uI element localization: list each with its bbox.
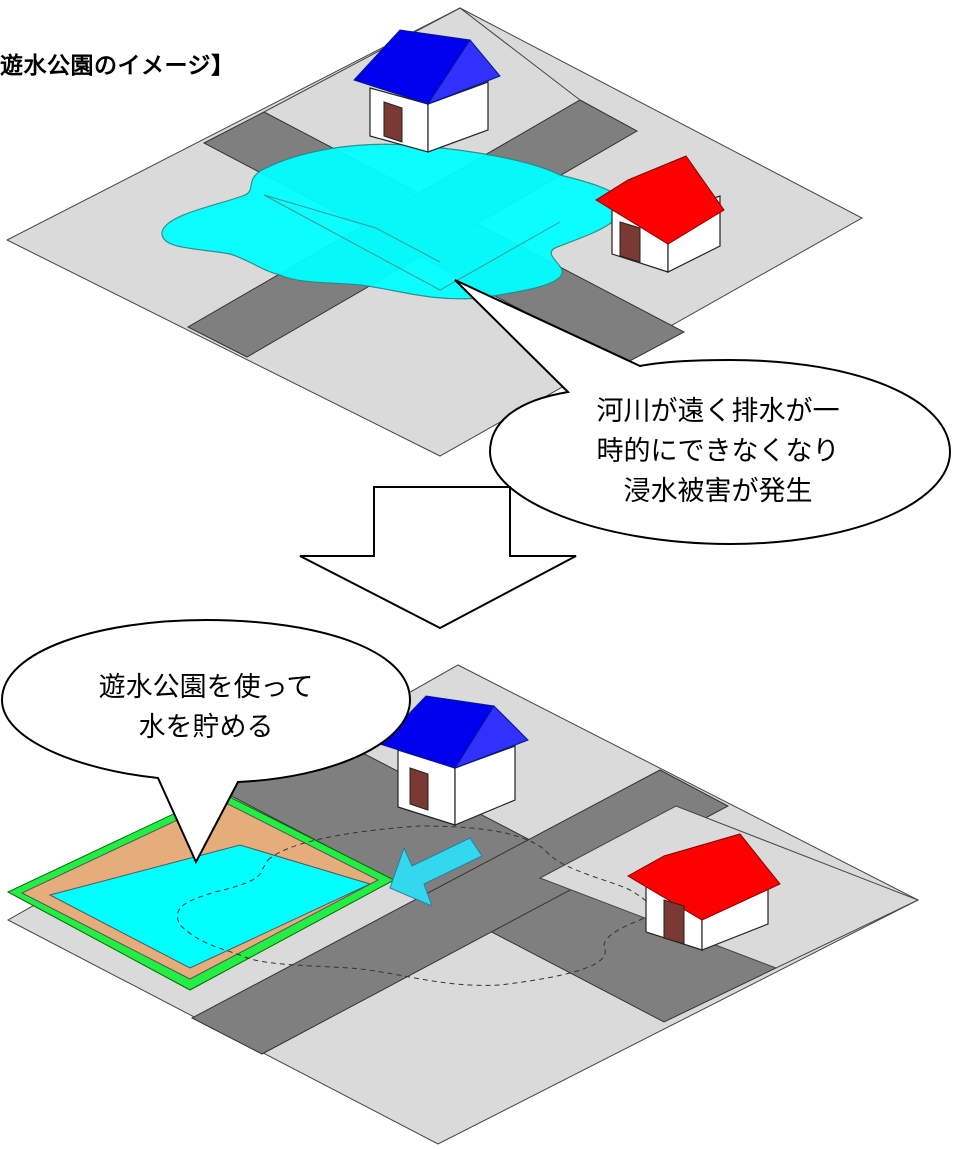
callout-top-line2: 時的にできなくなり (597, 436, 840, 467)
callout-bottom-line2: 水を貯める (139, 712, 274, 743)
diagram-title: 遊水公園のイメージ】 (0, 53, 235, 79)
pond-water (48, 844, 372, 969)
bottom-house-red-door (663, 899, 685, 945)
callout-top-line1: 河川が遠く排水が一 (597, 396, 840, 427)
top-house-red (595, 155, 725, 273)
top-house-blue-door (383, 101, 403, 143)
bottom-house-red (626, 833, 781, 951)
bottom-house-blue-door (409, 767, 429, 811)
callout-bottom-line1: 遊水公園を使って (99, 672, 314, 703)
flood-water (161, 143, 624, 300)
callout-top: 河川が遠く排水が一 時的にできなくなり 浸水被害が発生 (454, 279, 952, 546)
transition-arrow (299, 486, 577, 630)
former-flood-outline (177, 825, 652, 986)
top-house-blue (353, 29, 501, 153)
callout-top-line3: 浸水被害が発生 (624, 476, 813, 507)
bottom-road-cross (190, 769, 730, 1055)
callout-bottom: 遊水公園を使って 水を貯める (0, 618, 412, 865)
retention-pond (6, 791, 396, 991)
bottom-scene: 遊水公園を使って 水を貯める (0, 618, 920, 1145)
bottom-house-blue (379, 695, 529, 826)
top-house-red-door (619, 221, 641, 263)
top-scene: 河川が遠く排水が一 時的にできなくなり 浸水被害が発生 (5, 7, 952, 546)
inflow-arrow (389, 837, 483, 907)
